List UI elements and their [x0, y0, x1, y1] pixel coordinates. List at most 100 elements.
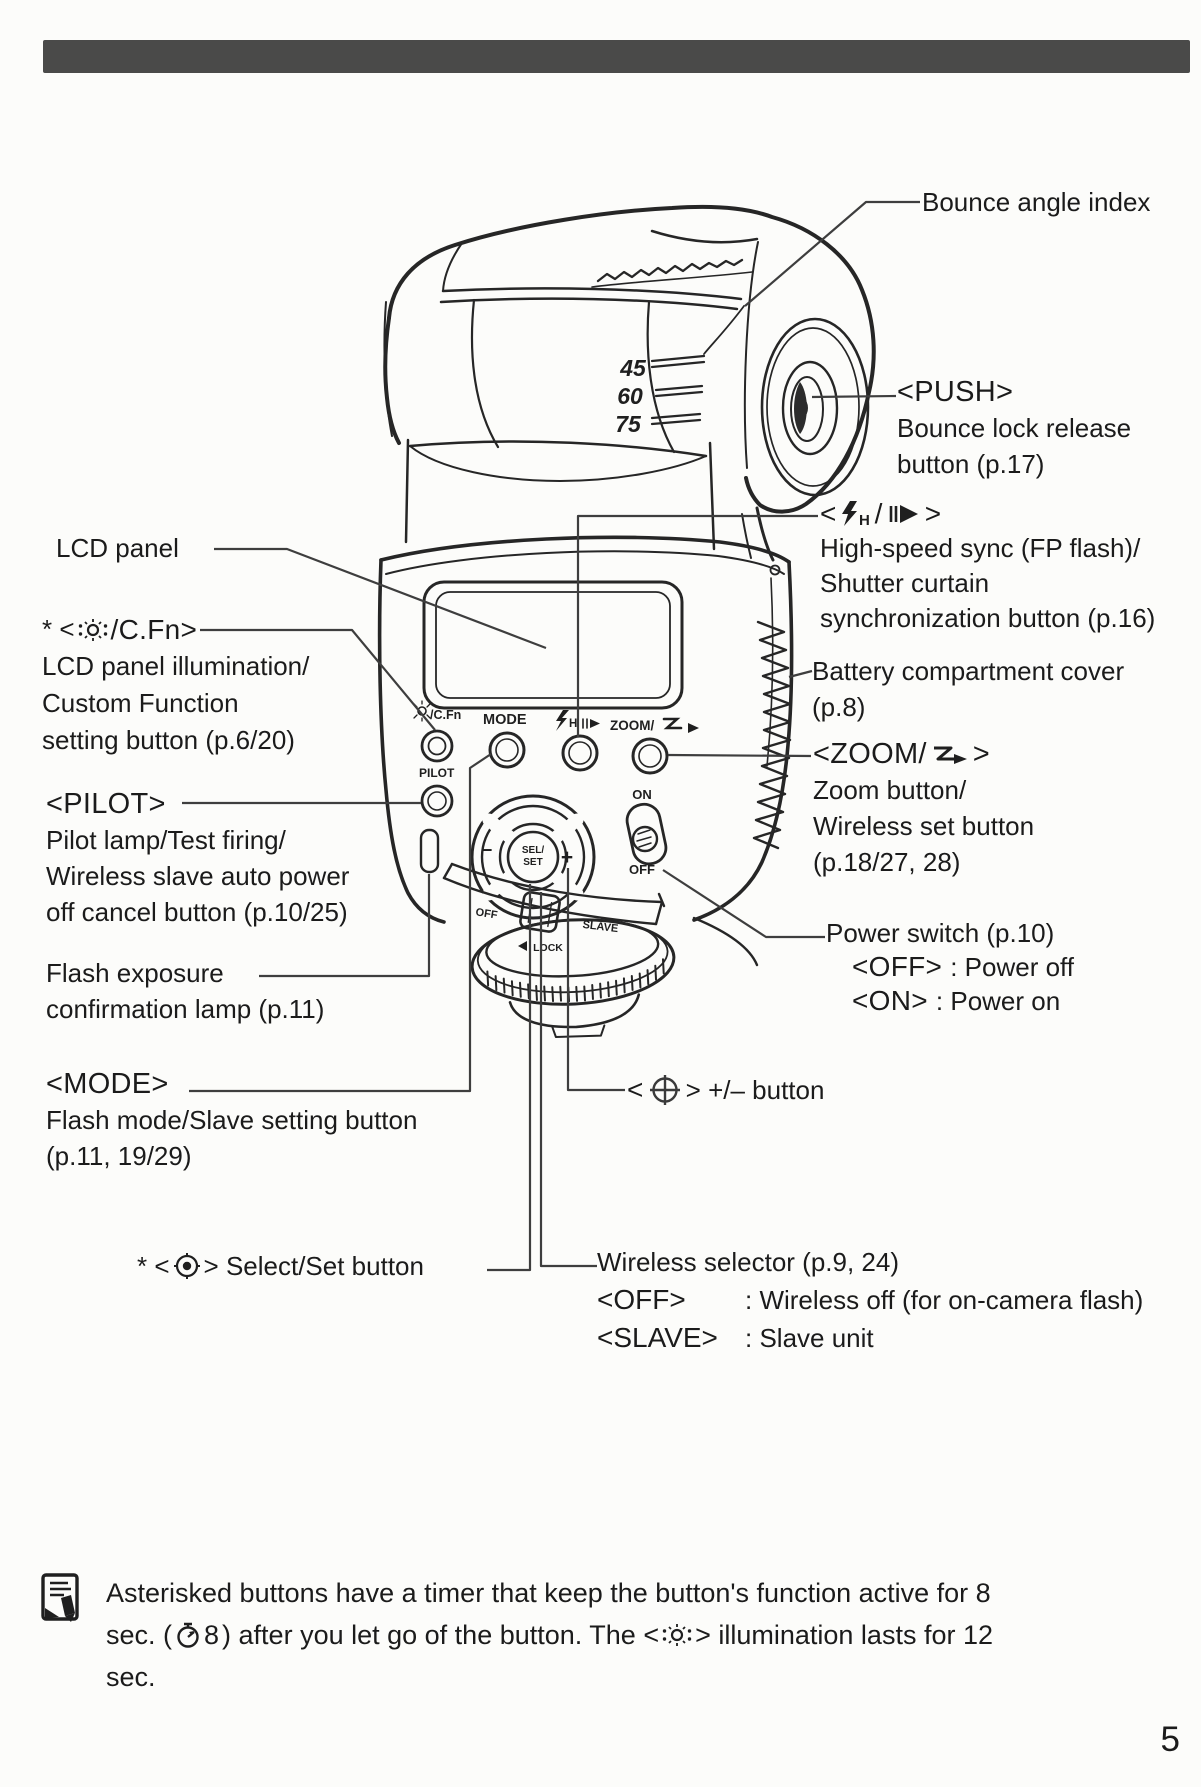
- panel-off-label: OFF: [629, 862, 655, 877]
- hss-slash: /: [874, 498, 883, 529]
- panel-h-label: H: [569, 718, 577, 730]
- callout-plus-minus: [566, 868, 625, 1092]
- callout-power: [662, 869, 825, 939]
- page-number: 5: [1160, 1720, 1180, 1759]
- hss-line3: Shutter curtain: [820, 568, 990, 598]
- label-power-switch: Power switch (p.10) <OFF>: Power off <ON…: [826, 917, 1074, 1018]
- battery-cover-grip: [752, 620, 792, 850]
- hss-h-subscript: H: [859, 512, 870, 528]
- lock-arrow-icon: [518, 941, 527, 951]
- select-dial: [470, 794, 596, 920]
- dial-minus-mark: −: [482, 840, 493, 860]
- push-line2: Bounce lock release: [897, 413, 1132, 443]
- lamp-line1: Flash exposure: [46, 958, 224, 988]
- lock-label: LOCK: [533, 942, 563, 954]
- cfn-star: * <: [42, 614, 75, 644]
- note-line2-b: ) after you let go of the button. The <: [222, 1620, 660, 1650]
- zoom-button: [631, 737, 669, 775]
- note-text: Asterisked buttons have a timer that kee…: [106, 1572, 993, 1698]
- timer-icon: [175, 1621, 201, 1649]
- panel-pilot-label: PILOT: [419, 766, 455, 780]
- cfn-name: /C.Fn>: [110, 614, 198, 645]
- lcd-text: LCD panel: [56, 533, 179, 563]
- zoom-symbol-prefix: <ZOOM/: [813, 738, 927, 770]
- note-line3: sec.: [106, 1662, 156, 1692]
- angle-60-label: 60: [617, 383, 643, 409]
- label-cfn-illumination: * < /C.Fn> LCD panel illumination/ Custo…: [42, 611, 309, 759]
- selector-off-label: OFF: [475, 906, 499, 921]
- zoom-zigzag-arrow-icon: [930, 741, 970, 767]
- hss-open: <: [820, 498, 837, 529]
- bounce-index-text: Bounce angle index: [922, 187, 1151, 217]
- note-line2-a: sec. (: [106, 1620, 173, 1650]
- callout-hss: [576, 514, 818, 737]
- shutter-curtain-icon: [886, 502, 922, 526]
- push-line3: button (p.17): [897, 449, 1045, 479]
- power-off-symbol: <OFF>: [852, 951, 943, 982]
- power-line1: Power switch (p.10): [826, 918, 1055, 948]
- pm-close: > +/– button: [685, 1075, 825, 1105]
- pilot-line3: Wireless slave auto power: [46, 861, 350, 891]
- panel-zoom-arrow-icon: [662, 717, 683, 730]
- mode-line2: Flash mode/Slave setting button: [46, 1105, 418, 1135]
- hss-line4: synchronization button (p.16): [820, 603, 1156, 633]
- label-pilot: <PILOT> Pilot lamp/Test firing/ Wireless…: [46, 786, 349, 930]
- note-line1: Asterisked buttons have a timer that kee…: [106, 1578, 991, 1608]
- label-high-speed-sync: < H / > High-speed sync (FP flash)/ Shut…: [820, 496, 1155, 636]
- pilot-line2: Pilot lamp/Test firing/: [46, 825, 286, 855]
- label-battery-cover: Battery compartment cover (p.8): [812, 653, 1124, 725]
- callout-lines: [182, 200, 920, 1272]
- flash-confirm-lamp: [419, 828, 440, 874]
- mode-line3: (p.11, 19/29): [46, 1141, 192, 1171]
- cfn-line2: LCD panel illumination/: [42, 651, 310, 681]
- wireless-off-desc: : Wireless off (for on-camera flash): [745, 1285, 1144, 1315]
- timer-seconds: 8: [204, 1620, 220, 1650]
- power-switch: [625, 802, 668, 866]
- callout-mode: [189, 753, 492, 1093]
- bounce-angle-ticks: [650, 354, 706, 426]
- lightning-h-icon: H: [840, 500, 872, 528]
- mode-button: [488, 731, 526, 769]
- power-on-symbol: <ON>: [852, 985, 928, 1016]
- lamp-line2: confirmation lamp (p.11): [46, 994, 325, 1024]
- wireless-slave-desc: : Slave unit: [745, 1323, 874, 1353]
- cfn-line3: Custom Function: [42, 688, 239, 718]
- power-on-desc: : Power on: [935, 986, 1061, 1016]
- push-button: [790, 376, 824, 442]
- zoom-line4: (p.18/27, 28): [813, 847, 961, 877]
- hss-line2: High-speed sync (FP flash)/: [820, 533, 1141, 563]
- label-plus-minus-button: < > +/– button: [627, 1072, 824, 1108]
- panel-curtain-arrow-icon: [590, 719, 600, 728]
- callout-lcd: [214, 547, 547, 650]
- selector-slave-label: SLAVE: [582, 919, 619, 935]
- wireless-slave-symbol: <SLAVE>: [597, 1322, 718, 1353]
- callout-cfn: [200, 628, 436, 731]
- select-dial-cross-icon: [647, 1072, 683, 1108]
- panel-micro-labels: 45 60 75 /C.Fn MODE H ZOOM/ PILOT ON OFF…: [419, 355, 655, 954]
- flash-unit-illustration: 45 60 75 /C.Fn MODE H ZOOM/ PILOT ON OFF…: [182, 200, 920, 1272]
- label-push-bounce-lock: <PUSH> Bounce lock release button (p.17): [897, 374, 1131, 482]
- label-bounce-angle-index: Bounce angle index: [922, 184, 1150, 220]
- label-wireless-selector: Wireless selector (p.9, 24) <OFF>: Wirel…: [597, 1243, 1143, 1357]
- bounce-disc-outer: [760, 317, 870, 497]
- panel-on-label: ON: [632, 787, 652, 802]
- power-off-desc: : Power off: [950, 952, 1075, 982]
- label-select-set: * < > Select/Set button: [137, 1248, 424, 1284]
- pilot-button: [420, 784, 454, 818]
- label-flash-exposure-lamp: Flash exposure confirmation lamp (p.11): [46, 955, 324, 1027]
- brand-squiggle: [596, 258, 744, 283]
- note-block: Asterisked buttons have a timer that kee…: [40, 1572, 993, 1698]
- sync-button: [561, 734, 599, 772]
- battery-line1: Battery compartment cover: [812, 656, 1125, 686]
- selset-close: > Select/Set button: [203, 1251, 424, 1281]
- wireless-line1: Wireless selector (p.9, 24): [597, 1247, 899, 1277]
- wireless-selector-knob: [519, 891, 561, 933]
- lcd-panel: [422, 580, 684, 710]
- callout-battery: [788, 669, 813, 679]
- panel-zoom-label: ZOOM/: [610, 718, 654, 733]
- select-set-icon: [173, 1252, 201, 1280]
- sel-set-text-1: SEL/: [522, 845, 544, 856]
- dial-plus-mark: +: [561, 846, 573, 869]
- push-symbol: <PUSH>: [897, 376, 1014, 408]
- selset-star: * <: [137, 1251, 170, 1281]
